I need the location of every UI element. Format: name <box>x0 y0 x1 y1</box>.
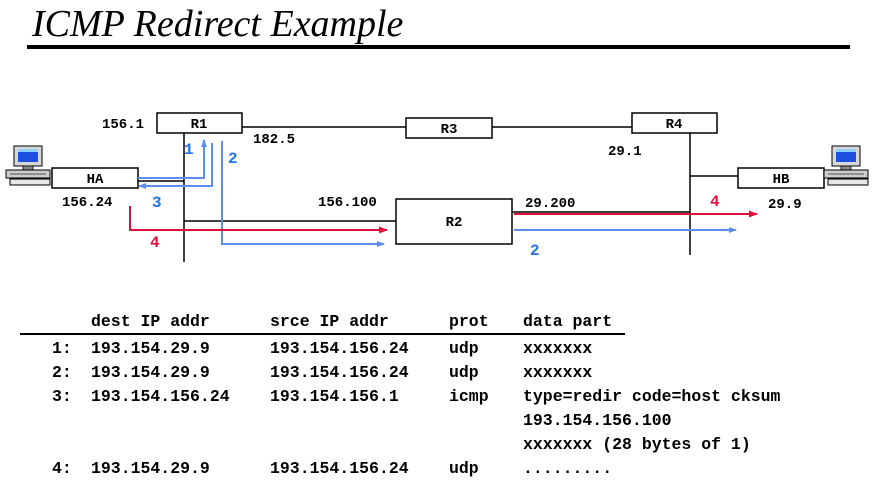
hb-addr: 29.9 <box>768 197 802 213</box>
step-2-label-top: 2 <box>228 150 238 168</box>
hb-label: HB <box>773 172 790 188</box>
arrow-step-3 <box>138 143 213 189</box>
arrow-step-2-to-r2 <box>221 141 385 247</box>
title-underline <box>27 45 850 49</box>
ha-label: HA <box>87 172 104 188</box>
r3-box <box>405 117 493 139</box>
ha-addr: 156.24 <box>62 195 112 211</box>
r2-left-addr: 156.100 <box>318 195 377 211</box>
network-links <box>138 126 738 262</box>
r1-label: R1 <box>191 117 208 133</box>
arrow-step-1 <box>138 139 207 179</box>
r2-right-addr: 29.200 <box>525 196 575 212</box>
r3-label: R3 <box>441 122 458 138</box>
r4-box <box>631 112 718 134</box>
step-1-label: 1 <box>184 141 194 159</box>
step-2-label-bottom: 2 <box>530 242 540 260</box>
r4-label: R4 <box>666 117 683 133</box>
step-4-label-left: 4 <box>150 234 160 252</box>
r1-right-addr: 182.5 <box>253 132 295 148</box>
r1-left-addr: 156.1 <box>102 117 144 133</box>
computer-icon <box>823 145 869 186</box>
r2-label: R2 <box>446 215 463 231</box>
r1-box <box>156 112 243 134</box>
page-title: ICMP Redirect Example <box>32 3 404 45</box>
step-4-label-right: 4 <box>710 193 720 211</box>
r4-bottom-addr: 29.1 <box>608 144 642 160</box>
computer-icon <box>5 145 51 186</box>
arrow-step-4-to-r2 <box>129 206 388 234</box>
r2-box <box>395 198 513 245</box>
step-3-label: 3 <box>152 194 162 212</box>
